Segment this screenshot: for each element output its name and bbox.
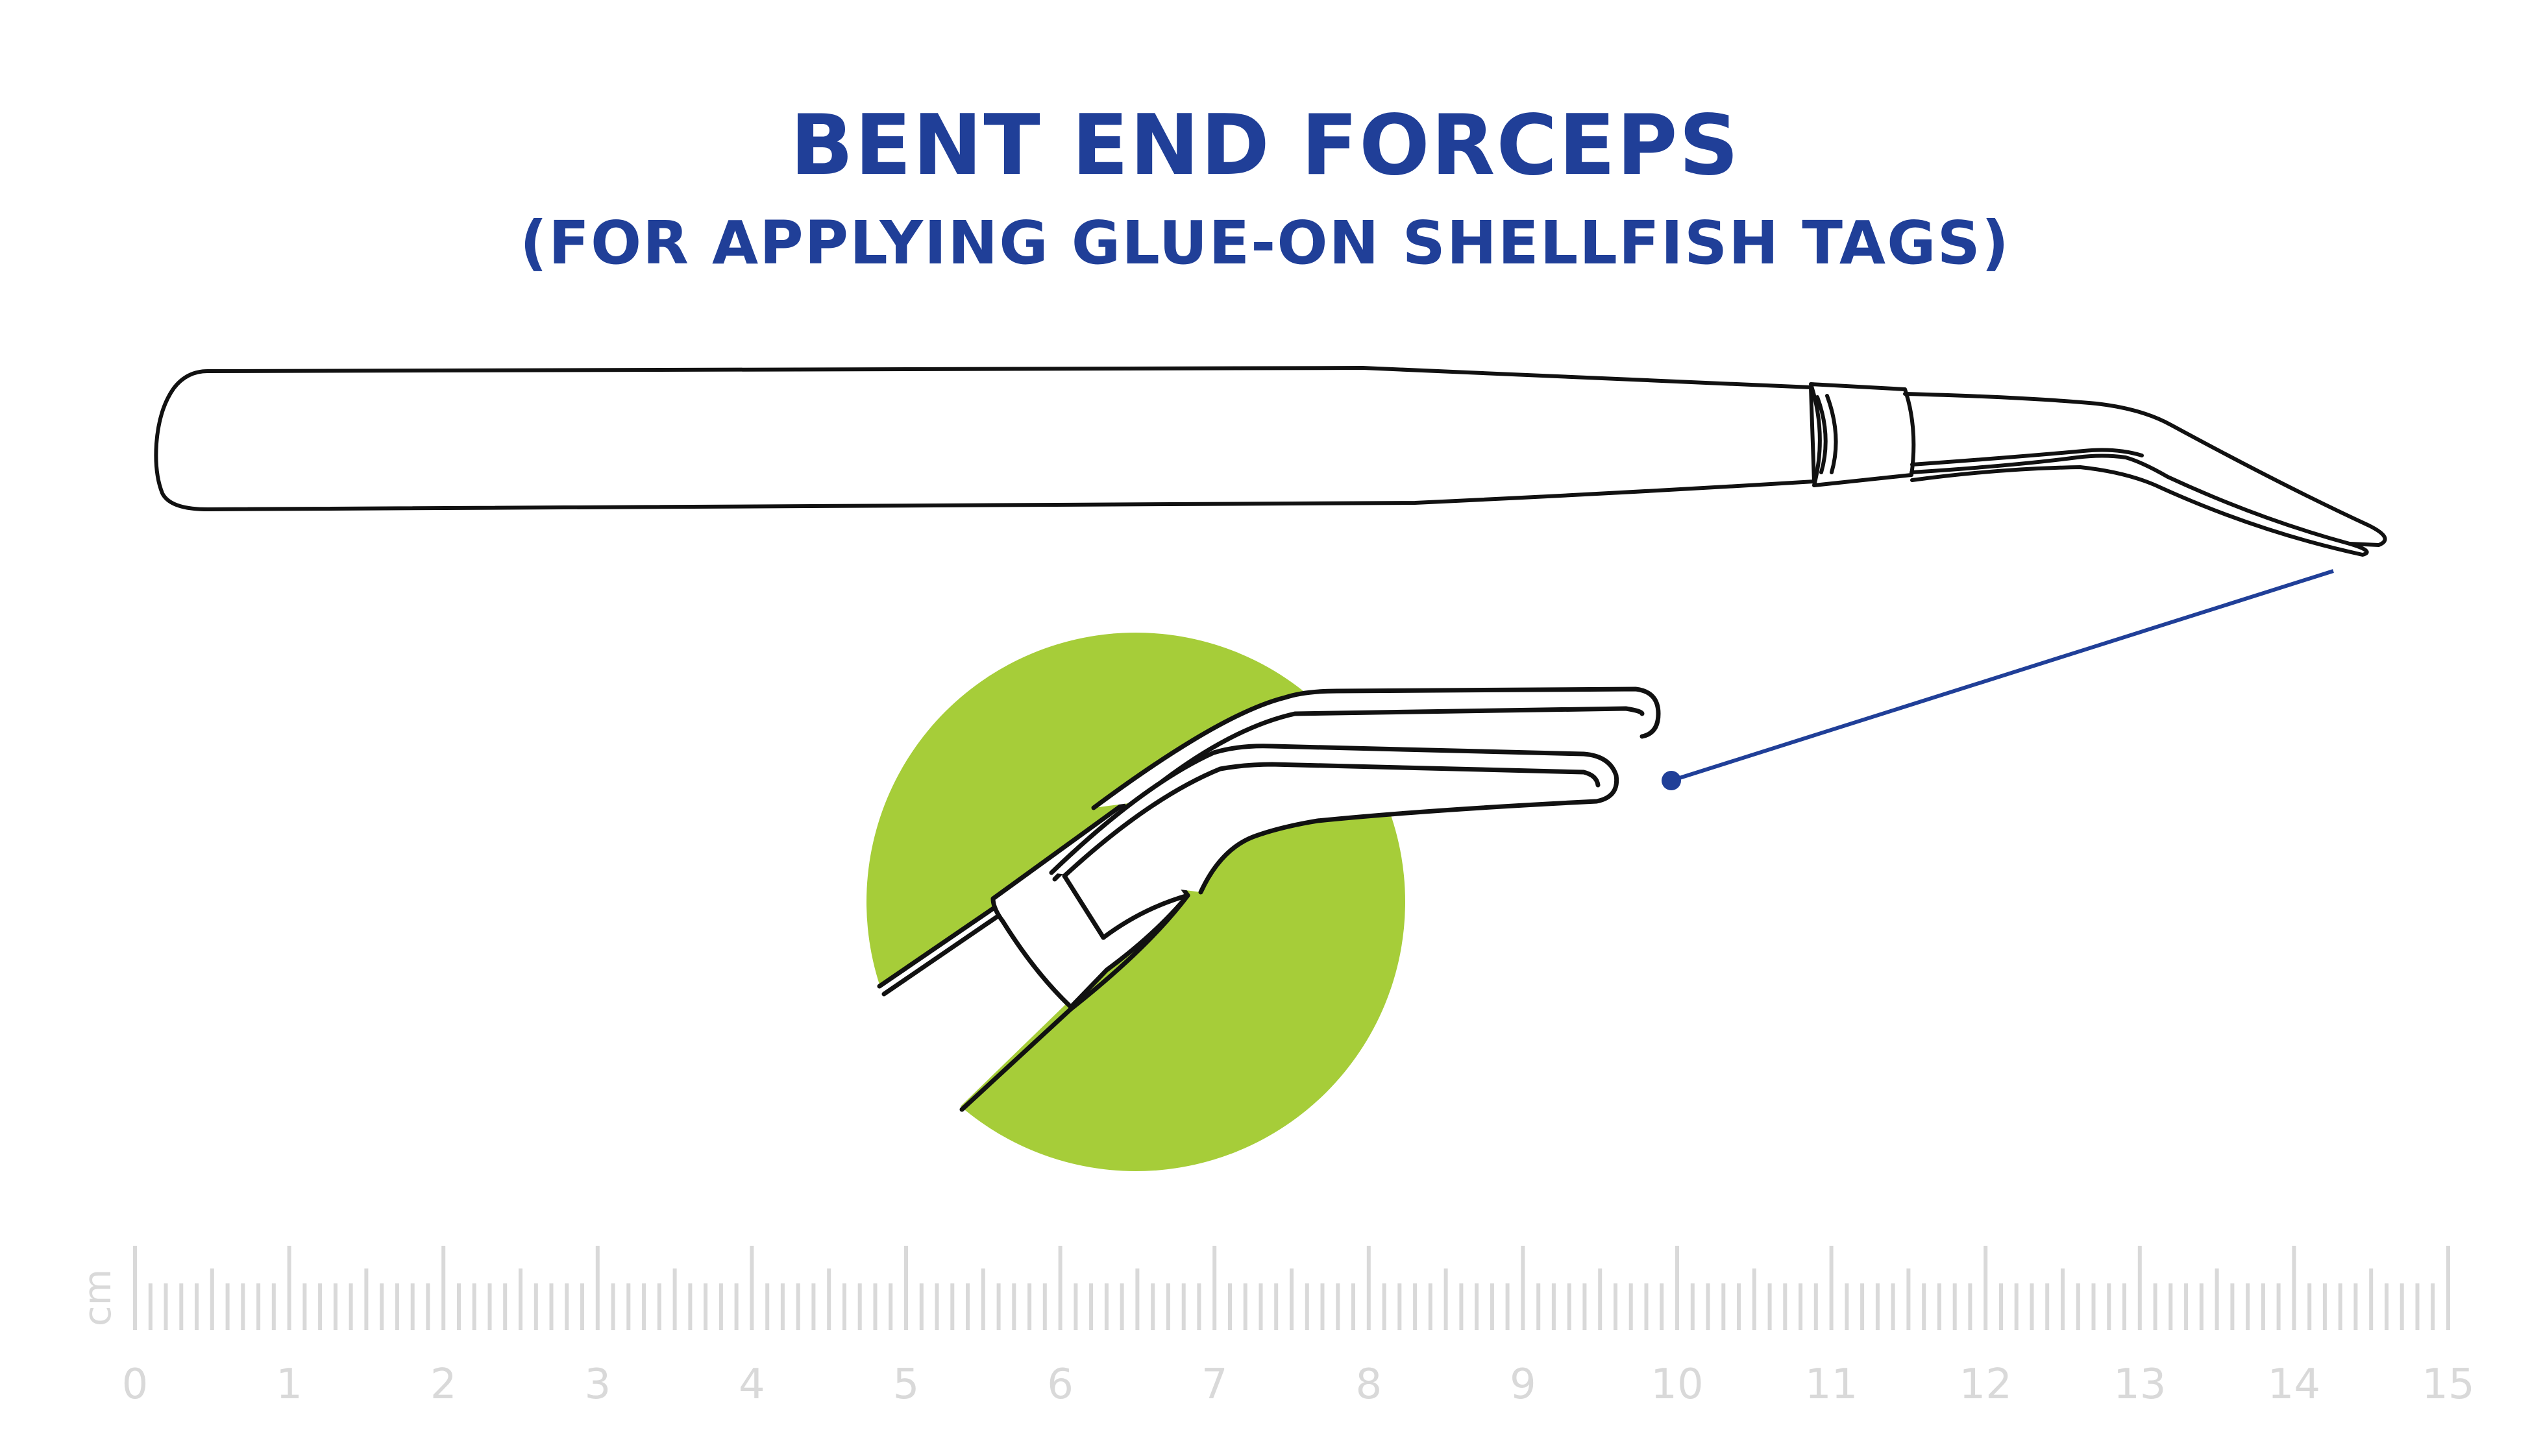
ruler-number: 8 <box>1355 1361 1382 1409</box>
ruler-ticks <box>133 1246 2450 1330</box>
ruler-number: 14 <box>2268 1361 2320 1409</box>
forceps-upper-jaw <box>1903 392 2387 547</box>
ruler-number: 5 <box>893 1361 920 1409</box>
forceps-handle <box>154 366 1816 511</box>
detail-closeup <box>866 633 1661 1171</box>
forceps-lower-jaw <box>1910 454 2369 557</box>
ruler-number: 1 <box>276 1361 302 1409</box>
ruler-number: 7 <box>1201 1361 1228 1409</box>
title-block: BENT END FORCEPS (FOR APPLYING GLUE-ON S… <box>0 91 2530 285</box>
page-subtitle: (FOR APPLYING GLUE-ON SHELLFISH TAGS) <box>520 208 2010 278</box>
ruler-number: 6 <box>1047 1361 1074 1409</box>
ruler-number: 9 <box>1510 1361 1536 1409</box>
ruler-number: 4 <box>739 1361 765 1409</box>
callout-dot <box>1662 771 1681 790</box>
page-title: BENT END FORCEPS <box>790 97 1740 194</box>
ruler-number: 0 <box>122 1361 149 1409</box>
ruler-number: 10 <box>1651 1361 1703 1409</box>
callout-pointer <box>1662 569 2334 790</box>
ruler-number: 11 <box>1805 1361 1858 1409</box>
forceps-lock-ring <box>1809 382 1916 487</box>
ruler-number: 13 <box>2113 1361 2166 1409</box>
ruler-number: 15 <box>2422 1361 2474 1409</box>
forceps-illustration <box>154 366 2387 557</box>
ruler-unit-label: cm <box>75 1269 119 1326</box>
ruler-number: 3 <box>584 1361 611 1409</box>
ruler-number: 2 <box>430 1361 457 1409</box>
ruler-number: 12 <box>1959 1361 2011 1409</box>
